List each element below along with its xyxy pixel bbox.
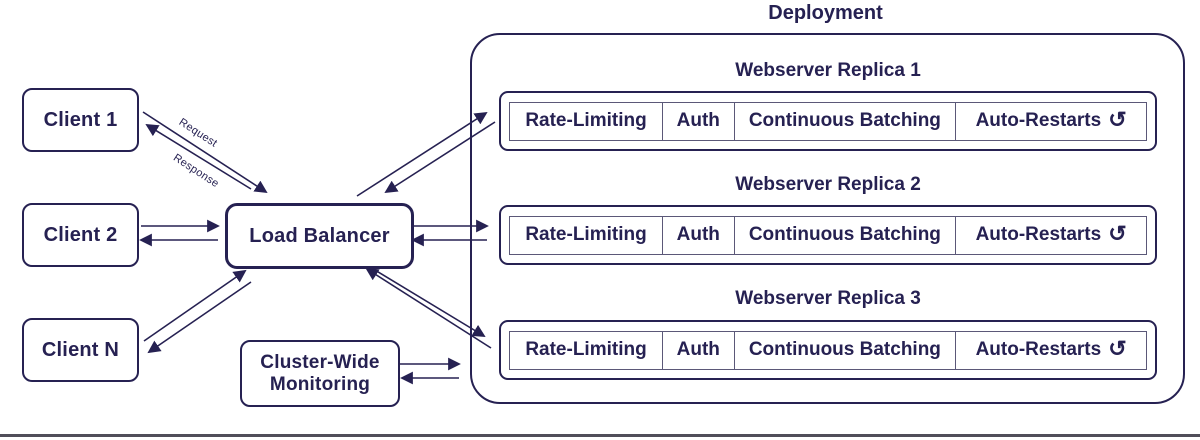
arrow-lb-to-replica1 — [356, 111, 488, 197]
load-balancer-node: Load Balancer — [225, 203, 414, 269]
arrow-client1-request — [142, 111, 268, 194]
client-n-node: Client N — [22, 318, 139, 382]
arrow-clientN-to-lb — [143, 269, 247, 342]
arrow-lb-to-replica3 — [369, 266, 486, 337]
replica-3-feature-table: Rate-Limiting Auth Continuous Batching A… — [509, 330, 1147, 370]
auto-restarts-cell: Auto-Restarts ↺ — [956, 103, 1146, 140]
auto-restarts-label: Auto-Restarts — [975, 110, 1102, 131]
load-balancer-label: Load Balancer — [249, 224, 390, 247]
client-2-node: Client 2 — [22, 203, 139, 267]
replica-3-box: Rate-Limiting Auth Continuous Batching A… — [499, 320, 1157, 380]
continuous-batching-cell: Continuous Batching — [735, 216, 957, 254]
auth-cell: Auth — [663, 216, 735, 254]
client-2-label: Client 2 — [43, 223, 118, 246]
bottom-divider-line — [0, 434, 1200, 437]
continuous-batching-cell: Continuous Batching — [735, 102, 957, 140]
replica-2-feature-table: Rate-Limiting Auth Continuous Batching A… — [509, 215, 1147, 255]
deployment-container: Webserver Replica 1 Rate-Limiting Auth C… — [470, 33, 1185, 404]
deployment-title: Deployment — [768, 2, 883, 24]
client-1-label: Client 1 — [43, 108, 118, 131]
arrow-lb-to-clientN — [147, 281, 252, 354]
replica-2-box: Rate-Limiting Auth Continuous Batching A… — [499, 205, 1157, 265]
auto-restarts-label: Auto-Restarts — [975, 224, 1102, 245]
auto-restart-icon: ↺ — [1108, 107, 1127, 132]
replica-1-title: Webserver Replica 1 — [735, 60, 921, 81]
replica-3-title: Webserver Replica 3 — [735, 288, 921, 309]
auto-restarts-label: Auto-Restarts — [975, 339, 1102, 360]
cluster-monitoring-label: Cluster-Wide Monitoring — [260, 352, 379, 396]
replica-1-feature-table: Rate-Limiting Auth Continuous Batching A… — [509, 101, 1147, 141]
auto-restart-icon: ↺ — [1108, 336, 1127, 361]
client-1-node: Client 1 — [22, 88, 139, 152]
cluster-monitoring-line2: Monitoring — [269, 373, 371, 395]
rate-limiting-cell: Rate-Limiting — [510, 331, 664, 369]
replica-1-box: Rate-Limiting Auth Continuous Batching A… — [499, 91, 1157, 151]
auth-cell: Auth — [663, 102, 735, 140]
arrow-replica1-to-lb — [384, 121, 496, 194]
rate-limiting-cell: Rate-Limiting — [510, 102, 664, 140]
client-n-label: Client N — [41, 338, 120, 361]
cluster-monitoring-node: Cluster-Wide Monitoring — [240, 340, 400, 407]
auto-restarts-cell: Auto-Restarts ↺ — [956, 332, 1146, 369]
arrow-replica3-to-lb — [365, 267, 492, 349]
auto-restarts-cell: Auto-Restarts ↺ — [956, 217, 1146, 254]
auto-restart-icon: ↺ — [1108, 221, 1127, 246]
replica-2-title: Webserver Replica 2 — [735, 174, 921, 195]
auth-cell: Auth — [663, 331, 735, 369]
cluster-monitoring-line1: Cluster-Wide — [260, 351, 380, 373]
continuous-batching-cell: Continuous Batching — [735, 331, 957, 369]
arrow-client1-response — [145, 123, 252, 190]
rate-limiting-cell: Rate-Limiting — [510, 216, 664, 254]
